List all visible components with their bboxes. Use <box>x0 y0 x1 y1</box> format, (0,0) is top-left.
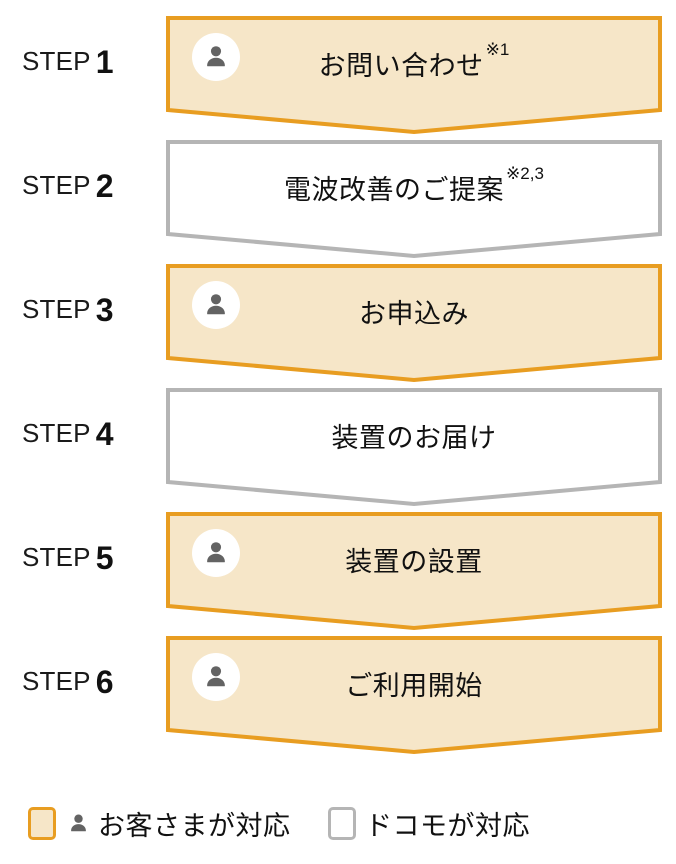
chevron-shape <box>166 512 662 631</box>
step-number: 5 <box>95 540 114 576</box>
step-word: STEP <box>22 169 91 200</box>
step-chevron-2: 電波改善のご提案※2,3 <box>166 140 662 260</box>
step-word: STEP <box>22 541 91 572</box>
chevron-shape <box>166 636 662 755</box>
step-chevron-1: お問い合わせ※1 <box>166 16 662 136</box>
legend: お客さまが対応 ドコモが対応 <box>0 782 676 864</box>
person-icon <box>192 33 240 81</box>
legend-swatch <box>28 806 56 840</box>
step-word: STEP <box>22 45 91 76</box>
chevron-shape <box>166 140 662 259</box>
legend-label: お客さまが対応 <box>98 810 291 841</box>
step-number: 2 <box>95 168 114 204</box>
step-number: 3 <box>95 292 114 328</box>
chevron-shape <box>166 388 662 507</box>
step-number: 4 <box>95 416 114 452</box>
legend-label: ドコモが対応 <box>365 810 530 841</box>
person-icon <box>66 811 91 836</box>
step-chevron-6: ご利用開始 <box>166 636 662 756</box>
step-chevron-3: お申込み <box>166 264 662 384</box>
person-icon <box>192 653 240 701</box>
chevron-shape <box>166 16 662 135</box>
legend-item-1: お客さまが対応 <box>28 782 291 864</box>
step-chevron-5: 装置の設置 <box>166 512 662 632</box>
step-number: 1 <box>95 44 114 80</box>
step-word: STEP <box>22 665 91 696</box>
legend-swatch <box>328 806 356 840</box>
step-number: 6 <box>95 664 114 700</box>
step-word: STEP <box>22 417 91 448</box>
person-icon <box>192 281 240 329</box>
legend-item-2: ドコモが対応 <box>328 782 530 864</box>
chevron-shape <box>166 264 662 383</box>
step-word: STEP <box>22 293 91 324</box>
person-icon <box>192 529 240 577</box>
step-chevron-4: 装置のお届け <box>166 388 662 508</box>
